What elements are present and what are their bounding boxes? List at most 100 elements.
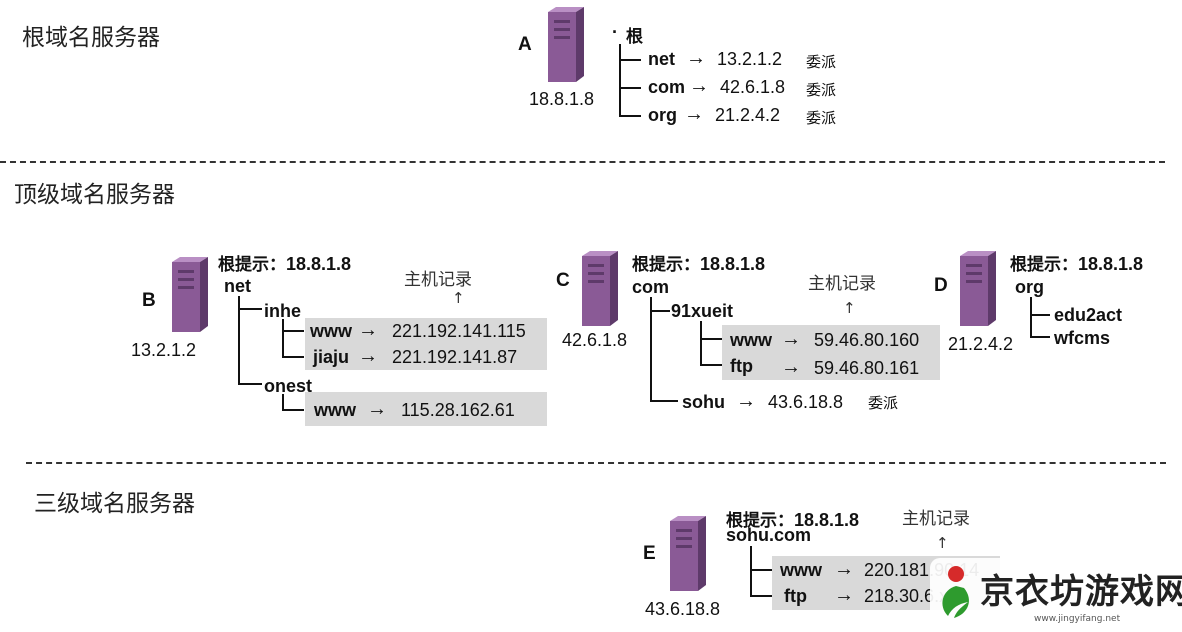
root-hint: 根提示：18.8.1.8: [726, 506, 859, 531]
tree-line: [619, 59, 641, 61]
record-name: net: [648, 49, 675, 69]
server-ip: 18.8.1.8: [529, 89, 595, 109]
tree-line: [700, 338, 722, 340]
up-arrow: ↑: [936, 534, 949, 552]
server-ip: 21.2.4.2: [948, 334, 1014, 354]
record-name: org: [648, 105, 677, 125]
record-name: www: [310, 321, 353, 341]
tree-line: [619, 115, 641, 117]
tree-line: [619, 87, 641, 89]
server-ip: 42.6.1.8: [562, 330, 628, 350]
tree-line: [1030, 336, 1050, 338]
server-letter: E: [643, 543, 656, 564]
tree-line: [282, 409, 304, 411]
tree-line: [700, 364, 722, 366]
zone-name: sohu.com: [726, 525, 812, 545]
watermark: 京衣坊游戏网 www.jingyifang.net: [930, 558, 1182, 630]
record-ip: 13.2.1.2: [717, 49, 783, 69]
tree-line: [282, 394, 284, 410]
server-icon: [668, 515, 708, 596]
divider: [0, 161, 1165, 163]
subdomain: inhe: [264, 301, 302, 321]
root-hint-label: 根提示：: [726, 511, 794, 531]
tree-line: [650, 400, 678, 402]
subdomain: sohu: [682, 392, 725, 412]
tree-line: [1030, 314, 1050, 316]
zone-name: net: [224, 276, 251, 296]
arrow: →: [689, 75, 709, 97]
root-hint-ip: 18.8.1.8: [286, 254, 352, 274]
record-ip: 221.192.141.87: [392, 347, 518, 367]
watermark-url: www.jingyifang.net: [1034, 614, 1121, 624]
arrow: →: [781, 356, 801, 378]
record-ip: 115.28.162.61: [401, 400, 515, 420]
subdomain: wfcms: [1054, 328, 1111, 348]
root-hint: 根提示：18.8.1.8: [632, 250, 765, 275]
tree-line: [238, 296, 240, 384]
subdomain: onest: [264, 376, 313, 396]
arrow: →: [686, 47, 706, 69]
root-hint-ip: 18.8.1.8: [794, 510, 860, 530]
root-hint: 根提示：18.8.1.8: [218, 250, 351, 275]
record-name: www: [314, 400, 357, 420]
arrow: →: [358, 345, 378, 367]
delegation-note: 委派: [806, 53, 837, 71]
record-name: www: [730, 330, 773, 350]
server-letter: B: [142, 290, 156, 311]
root-hint: 根提示：18.8.1.8: [1010, 250, 1143, 275]
host-records-box: [722, 325, 940, 380]
tree-line: [650, 310, 670, 312]
arrow: →: [684, 103, 704, 125]
subdomain: edu2act: [1054, 305, 1123, 325]
record-name: ftp: [730, 356, 753, 376]
root-dot: ·: [612, 22, 618, 42]
subdomain: 91xueit: [671, 301, 734, 321]
server-letter: A: [518, 34, 532, 55]
tree-line: [750, 595, 772, 597]
arrow: →: [834, 584, 854, 606]
up-arrow: ↑: [452, 289, 465, 307]
server-icon: [580, 250, 620, 331]
server-icon: [958, 250, 998, 331]
host-record-note: 主机记录: [902, 509, 970, 529]
tree-line: [700, 321, 702, 365]
server-icon: [170, 256, 210, 337]
host-records-box: [305, 318, 547, 370]
delegation-note: 委派: [868, 394, 899, 412]
tree-line: [282, 319, 284, 357]
tree-line: [650, 297, 652, 401]
server-ip: 13.2.1.2: [131, 340, 197, 360]
tree-line: [238, 383, 262, 385]
tree-line: [750, 546, 752, 596]
record-ip: 21.2.4.2: [715, 105, 781, 125]
server-letter: D: [934, 275, 948, 296]
leaf-logo-icon: [942, 566, 969, 618]
divider: [26, 462, 1166, 464]
server-ip: 43.6.18.8: [645, 599, 721, 619]
root-hint-label: 根提示：: [632, 255, 700, 275]
delegation-note: 委派: [806, 81, 837, 99]
arrow: →: [358, 319, 378, 341]
tree-line: [1030, 297, 1032, 337]
record-name: www: [780, 560, 823, 580]
delegation-note: 委派: [806, 109, 837, 127]
server-letter: C: [556, 270, 570, 291]
host-record-note: 主机记录: [404, 270, 472, 290]
record-name: ftp: [784, 586, 807, 606]
arrow: →: [781, 328, 801, 350]
record-ip: 218.30.6.x: [864, 586, 949, 606]
host-records-box: [305, 392, 547, 426]
arrow: →: [736, 390, 756, 412]
host-record-note: 主机记录: [808, 274, 876, 294]
arrow: →: [834, 558, 854, 580]
root-hint-ip: 18.8.1.8: [700, 254, 766, 274]
server-icon: [546, 6, 586, 87]
watermark-brand: 京衣坊游戏网: [980, 572, 1182, 612]
root-hint-label: 根提示：: [218, 255, 286, 275]
zone-name: com: [632, 277, 670, 297]
up-arrow: ↑: [843, 299, 856, 317]
tree-line: [238, 308, 262, 310]
record-ip: 59.46.80.161: [814, 358, 920, 378]
record-ip: 42.6.1.8: [720, 77, 786, 97]
section-title-root: 根域名服务器: [22, 25, 160, 51]
